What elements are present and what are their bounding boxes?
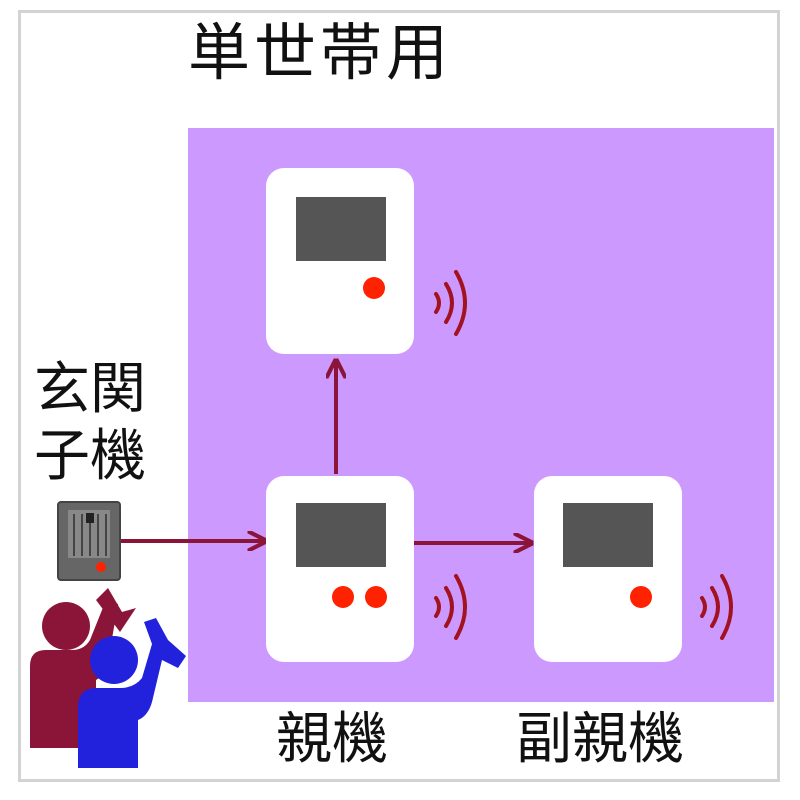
button [363,277,385,299]
entrance-unit-label: 玄関子機 [34,357,146,490]
button [332,586,354,608]
diagram-title: 単世帯用 [188,16,453,89]
screen [296,503,386,567]
sub-monitor-device [534,476,682,662]
sub-unit-label: 副親機 [516,707,684,772]
sub-monitor-sound-icon [700,574,733,640]
button [365,586,387,608]
screen [563,503,653,567]
top-monitor-device [266,168,414,354]
parent-monitor-device [266,476,414,662]
top-monitor-sound-icon [434,270,467,336]
parent-unit-label: 親機 [276,707,388,772]
entrance-intercom-device [57,501,121,581]
screen [296,197,386,261]
parent-monitor-sound-icon [434,574,467,640]
visitor-front-person-icon [78,618,186,768]
button [630,586,652,608]
